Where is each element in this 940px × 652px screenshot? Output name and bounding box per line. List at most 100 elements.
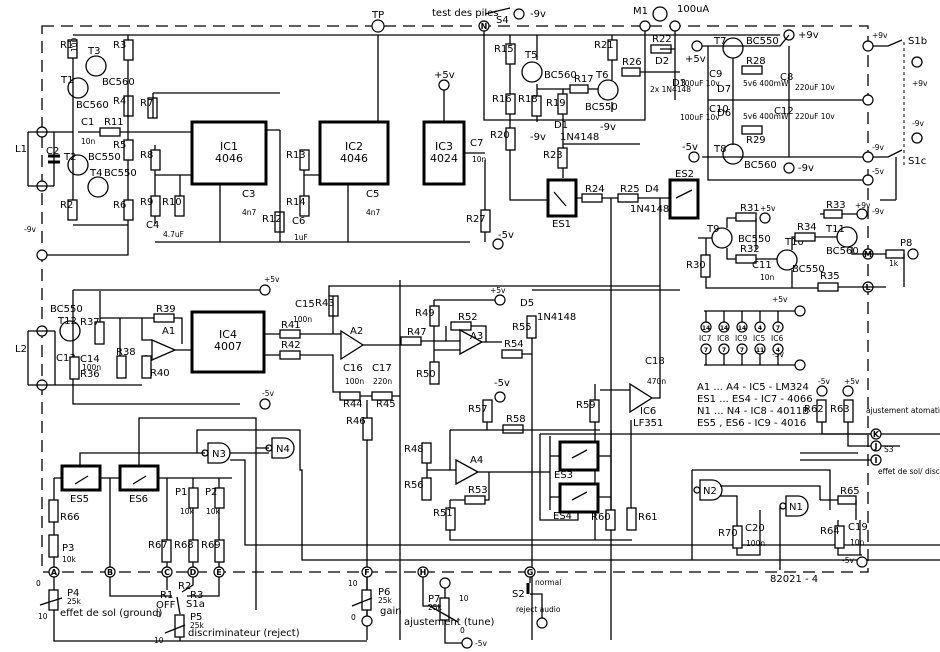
- svg-text:R52: R52: [458, 312, 478, 323]
- svg-text:1N4148: 1N4148: [560, 132, 599, 143]
- svg-text:BC560: BC560: [102, 77, 135, 88]
- svg-text:4.7uF: 4.7uF: [163, 230, 184, 239]
- svg-text:100uF 10v: 100uF 10v: [680, 79, 720, 88]
- svg-text:C7: C7: [470, 138, 483, 149]
- svg-text:K: K: [873, 430, 880, 439]
- svg-text:R25: R25: [620, 184, 640, 195]
- svg-text:+5v: +5v: [490, 286, 506, 295]
- ic1: IC1 4046: [190, 120, 268, 186]
- svg-text:D7: D7: [717, 84, 731, 95]
- svg-text:I: I: [875, 456, 878, 465]
- a4-ic6-section: -5v R57 R58 R59 IC6 LF351 C18 470n R48 R…: [404, 356, 666, 541]
- s1a-selector[interactable]: R1 R2 R3 OFF S1a: [109, 577, 220, 615]
- svg-text:-9v: -9v: [798, 163, 814, 174]
- svg-text:D4: D4: [645, 184, 659, 195]
- svg-text:N1 ... N4 - IC8 - 4011B: N1 ... N4 - IC8 - 4011B: [697, 406, 809, 417]
- svg-text:C14: C14: [80, 354, 100, 365]
- svg-text:J: J: [874, 442, 878, 451]
- svg-text:ES1 ... ES4 - IC7 - 4066: ES1 ... ES4 - IC7 - 4066: [697, 394, 813, 405]
- part-legend: A1 ... A4 - IC5 - LM324 ES1 ... ES4 - IC…: [697, 382, 813, 429]
- svg-text:R64: R64: [820, 526, 840, 537]
- svg-text:R42: R42: [281, 340, 301, 351]
- svg-text:10: 10: [459, 594, 469, 603]
- svg-text:R20: R20: [490, 130, 510, 141]
- svg-text:A1: A1: [162, 326, 175, 337]
- svg-text:BC550: BC550: [88, 152, 121, 163]
- svg-text:T9: T9: [706, 224, 719, 235]
- svg-text:R46: R46: [346, 416, 366, 427]
- svg-text:R39: R39: [156, 304, 176, 315]
- svg-text:T7: T7: [713, 36, 726, 47]
- svg-text:100: 100: [70, 37, 79, 52]
- svg-text:100n: 100n: [293, 315, 312, 324]
- svg-text:R31: R31: [740, 203, 760, 214]
- svg-text:R4: R4: [113, 96, 126, 107]
- svg-text:14: 14: [738, 325, 746, 332]
- svg-text:R69: R69: [201, 540, 221, 551]
- svg-text:-5v: -5v: [498, 230, 514, 241]
- svg-text:IC5: IC5: [753, 334, 765, 343]
- svg-text:P1: P1: [175, 487, 187, 498]
- board-outline: [41, 25, 869, 573]
- svg-text:R36: R36: [80, 369, 100, 380]
- switch-s3: S3: [884, 445, 894, 454]
- svg-text:7: 7: [722, 347, 726, 354]
- p5-reject-pot[interactable]: P5 25k discriminateur (reject) 0 10: [154, 610, 300, 645]
- svg-text:R62: R62: [804, 404, 824, 415]
- svg-text:TP: TP: [371, 10, 384, 21]
- svg-text:C9: C9: [709, 69, 722, 80]
- svg-text:C8: C8: [780, 72, 793, 83]
- svg-text:ES4: ES4: [553, 511, 572, 522]
- svg-text:ES1: ES1: [552, 219, 571, 230]
- svg-text:ajustement (tune): ajustement (tune): [404, 617, 495, 628]
- svg-text:C1: C1: [81, 117, 94, 128]
- p7-tune-pot[interactable]: P7 25k ajustement (tune) 10 0 -5v: [404, 577, 495, 649]
- svg-text:R7: R7: [140, 98, 153, 109]
- svg-text:BC550: BC550: [746, 36, 779, 47]
- svg-text:0: 0: [36, 579, 41, 588]
- svg-text:T1: T1: [60, 75, 73, 86]
- svg-text:-5v: -5v: [872, 167, 884, 176]
- svg-text:25k: 25k: [67, 597, 82, 606]
- svg-text:IC3: IC3: [435, 140, 453, 153]
- svg-text:100uA: 100uA: [677, 4, 709, 15]
- svg-text:C13: C13: [56, 353, 76, 364]
- resistor-r2: [67, 199, 78, 221]
- es1: ES1: [546, 178, 578, 230]
- svg-text:R45: R45: [376, 399, 396, 410]
- svg-text:IC7: IC7: [699, 334, 711, 343]
- svg-text:100n: 100n: [82, 363, 101, 372]
- svg-text:R1: R1: [60, 40, 73, 51]
- svg-text:R67: R67: [148, 540, 168, 551]
- svg-text:N3: N3: [212, 449, 226, 460]
- svg-text:R49: R49: [415, 308, 435, 319]
- svg-text:+5v: +5v: [760, 204, 776, 213]
- svg-text:470n: 470n: [647, 377, 666, 386]
- svg-text:R22: R22: [652, 34, 672, 45]
- es3: ES3: [554, 440, 600, 481]
- svg-text:10: 10: [38, 612, 48, 621]
- p4-ground-pot[interactable]: P4 25k effet de sol (ground) 0 10: [36, 577, 367, 642]
- svg-text:14: 14: [720, 325, 728, 332]
- p6-gain-pot[interactable]: P6 25k gain 10 0: [348, 577, 402, 627]
- svg-text:BC550: BC550: [585, 102, 618, 113]
- svg-text:10n: 10n: [850, 538, 865, 547]
- svg-text:-9v: -9v: [24, 225, 36, 234]
- n3-gate: N3: [201, 442, 231, 464]
- svg-text:1uF: 1uF: [294, 233, 308, 242]
- svg-text:-9v: -9v: [912, 119, 924, 128]
- svg-text:R5: R5: [113, 140, 126, 151]
- svg-text:C3: C3: [242, 189, 255, 200]
- svg-text:2x 1N4148: 2x 1N4148: [650, 85, 691, 94]
- svg-text:A3: A3: [470, 331, 483, 342]
- svg-text:BC550: BC550: [738, 234, 771, 245]
- svg-text:ajustement atomatique: ajustement atomatique: [866, 406, 940, 415]
- svg-text:BC550: BC550: [50, 304, 83, 315]
- s2-reject-audio-switch[interactable]: normal S2 reject audio: [512, 577, 561, 629]
- ic1-passives: R8 R9 R10 C4 4.7uF C3 4n7 R12: [140, 129, 470, 243]
- svg-text:5v6 400mW: 5v6 400mW: [743, 112, 789, 121]
- svg-text:1N4148: 1N4148: [630, 204, 669, 215]
